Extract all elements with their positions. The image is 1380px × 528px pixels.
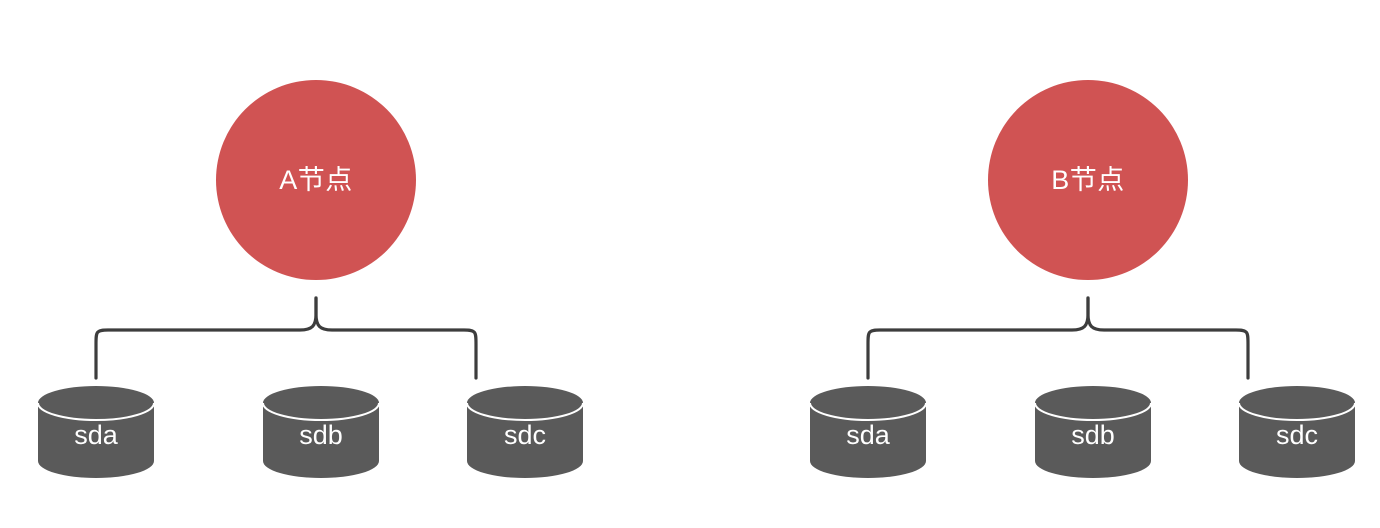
disk-sdc-a[interactable]: sdc [466,386,584,478]
brace-connector-a [94,296,478,380]
disk-sdb-b[interactable]: sdb [1034,386,1152,478]
node-group-b: B节点 sda sdb [808,0,1368,528]
disk-sda-a[interactable]: sda [37,386,155,478]
cylinder-icon [1034,386,1152,478]
cylinder-icon [466,386,584,478]
cylinder-icon [262,386,380,478]
cylinder-icon [1238,386,1356,478]
node-group-a: A节点 sda sdb [36,0,596,528]
cylinder-icon [37,386,155,478]
disk-sdb-a[interactable]: sdb [262,386,380,478]
disk-sdc-b[interactable]: sdc [1238,386,1356,478]
cylinder-icon [809,386,927,478]
node-label-b: B节点 [1051,164,1125,195]
node-label-a: A节点 [279,164,353,195]
node-circle-a[interactable]: A节点 [216,80,416,280]
node-circle-b[interactable]: B节点 [988,80,1188,280]
disk-sda-b[interactable]: sda [809,386,927,478]
brace-connector-b [866,296,1250,380]
